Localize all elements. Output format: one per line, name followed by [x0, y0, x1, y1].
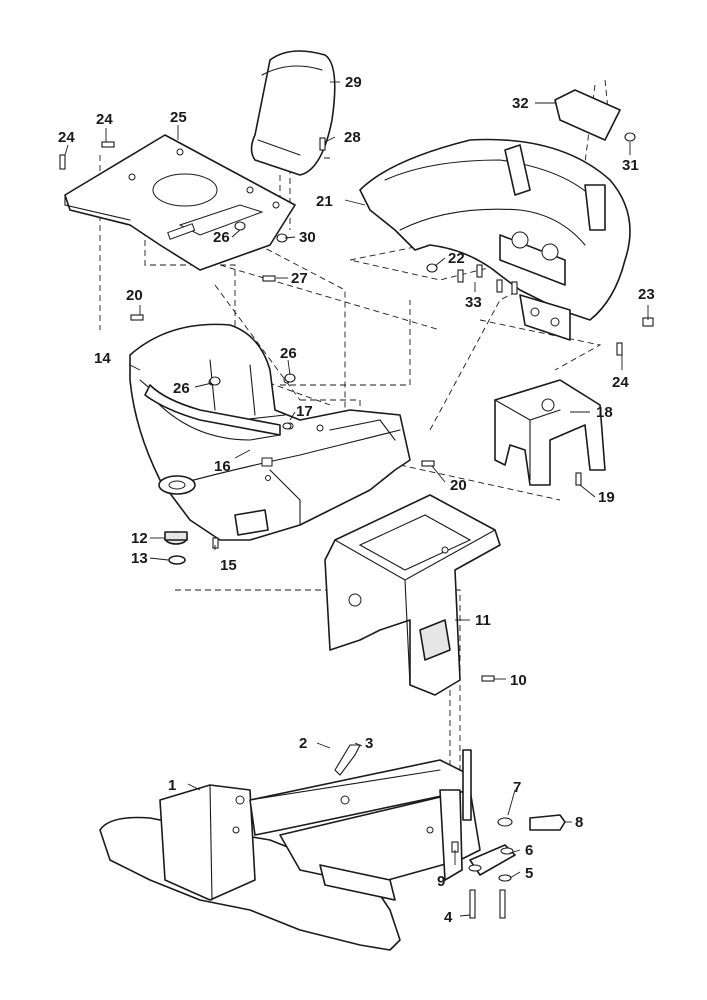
callout-27: 27	[291, 270, 308, 287]
leader-lines	[64, 81, 649, 917]
callout-16: 16	[214, 458, 231, 475]
small-fasteners	[59, 132, 654, 919]
callout-4: 4	[444, 909, 453, 926]
callout-labels: 1 2 3 4 5 6 7 8 9 10 11 12 13 14 15 16 1…	[58, 74, 655, 926]
callout-3: 3	[365, 735, 373, 752]
callout-2: 2	[299, 735, 307, 752]
part-21-rear-fender	[359, 138, 631, 341]
callout-10: 10	[510, 672, 527, 689]
callout-17: 17	[296, 403, 313, 420]
part-12-13-mount	[164, 531, 188, 565]
callout-11: 11	[475, 612, 491, 629]
callout-33: 33	[465, 294, 482, 311]
callout-26-left: 26	[173, 380, 190, 397]
part-25-seat-plate	[64, 134, 296, 271]
part-8-bumper	[529, 814, 566, 831]
callout-30: 30	[299, 229, 316, 246]
callout-31: 31	[622, 157, 639, 174]
callout-7: 7	[513, 779, 521, 796]
callout-21: 21	[316, 193, 333, 210]
part-3-hitch-pin	[334, 744, 361, 776]
part-33-spacers	[457, 264, 518, 295]
callout-1: 1	[168, 777, 176, 794]
callout-14: 14	[94, 350, 111, 367]
callout-23: 23	[638, 286, 655, 303]
callout-24-mid: 24	[96, 111, 113, 128]
callout-24-left: 24	[58, 129, 75, 146]
callout-22: 22	[448, 250, 465, 267]
part-16-strap	[144, 384, 281, 436]
callout-29: 29	[345, 74, 362, 91]
part-6-link-arm	[468, 844, 516, 876]
callout-20-upper: 20	[126, 287, 143, 304]
callout-26-plate: 26	[213, 229, 230, 246]
part-18-bracket	[494, 379, 606, 486]
callout-28: 28	[344, 129, 361, 146]
callout-20-lower: 20	[450, 477, 467, 494]
callout-25: 25	[170, 109, 187, 126]
callout-8: 8	[575, 814, 583, 831]
callout-26-right: 26	[280, 345, 297, 362]
callout-32: 32	[512, 95, 529, 112]
part-1-main-frame	[99, 749, 481, 951]
callout-24-right: 24	[612, 374, 629, 391]
callout-12: 12	[131, 530, 148, 547]
callout-19: 19	[598, 489, 615, 506]
part-11-column-support	[324, 494, 501, 696]
callout-13: 13	[131, 550, 148, 567]
callout-5: 5	[525, 865, 533, 882]
part-29-cover	[250, 50, 336, 176]
part-32-bracket	[554, 89, 621, 141]
callout-9: 9	[437, 873, 445, 890]
callout-6: 6	[525, 842, 533, 859]
callout-18: 18	[596, 404, 613, 421]
callout-15: 15	[220, 557, 237, 574]
